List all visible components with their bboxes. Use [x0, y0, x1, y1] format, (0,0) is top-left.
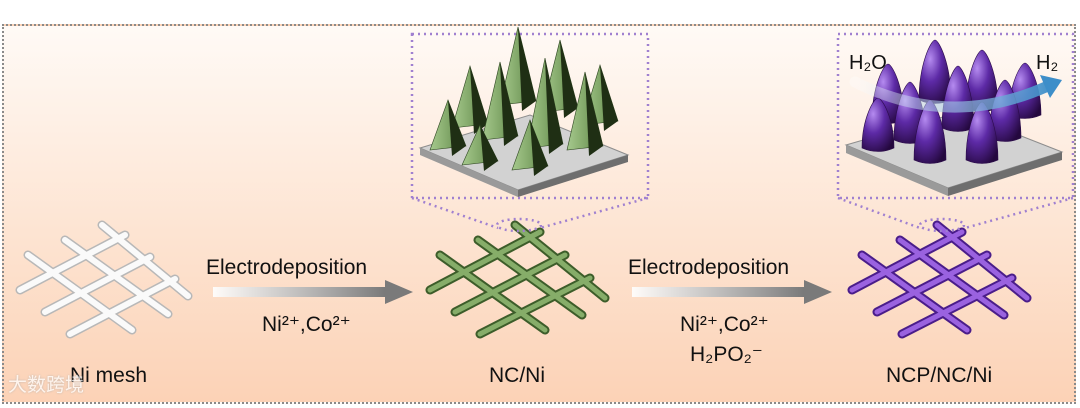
nanocone-shadow	[518, 27, 536, 111]
nanocone-shadow	[545, 58, 563, 154]
nanocone-shadow	[470, 66, 488, 134]
nanorod	[965, 101, 999, 164]
nanocone-shadow	[480, 125, 498, 171]
product-label: H₂	[1036, 52, 1059, 74]
nc-zoom-callout	[410, 32, 650, 233]
nanocone-shadow	[560, 40, 578, 118]
ncp-zoom-callout	[836, 32, 1075, 233]
nanocone-shadow	[530, 120, 548, 176]
step-1-reagents: Ni²⁺,Co²⁺	[262, 313, 351, 336]
process-arrow-1	[213, 280, 413, 304]
watermark: 大数跨境	[8, 375, 85, 396]
nc-ni-mesh-illustration	[425, 220, 610, 339]
nanocone-shadow	[500, 62, 518, 146]
nanocone-shadow	[600, 65, 618, 131]
step-2-reagent-phosphite: H₂PO₂⁻	[690, 343, 763, 366]
step-2-method: Electrodeposition	[628, 256, 790, 279]
step-2-reagents: Ni²⁺,Co²⁺	[680, 313, 769, 336]
ncp-nc-ni-mesh-illustration	[847, 220, 1032, 339]
nc-nanocone-array	[418, 26, 630, 197]
nanocone-shadow	[448, 100, 466, 156]
reactant-label: H₂O	[849, 52, 887, 74]
step-1-method: Electrodeposition	[206, 256, 368, 279]
nanorod	[861, 97, 895, 152]
her-reaction-arrow	[849, 75, 1062, 113]
nc-ni-label: NC/Ni	[489, 364, 545, 387]
ncp-nc-ni-label: NCP/NC/Ni	[886, 364, 993, 387]
nanorod	[913, 99, 947, 164]
nanorod	[941, 65, 975, 132]
nanocone-shadow	[585, 72, 603, 156]
ni-mesh-label: Ni mesh	[70, 364, 148, 387]
process-arrow-2	[632, 280, 832, 304]
ni-mesh-illustration	[15, 220, 193, 339]
